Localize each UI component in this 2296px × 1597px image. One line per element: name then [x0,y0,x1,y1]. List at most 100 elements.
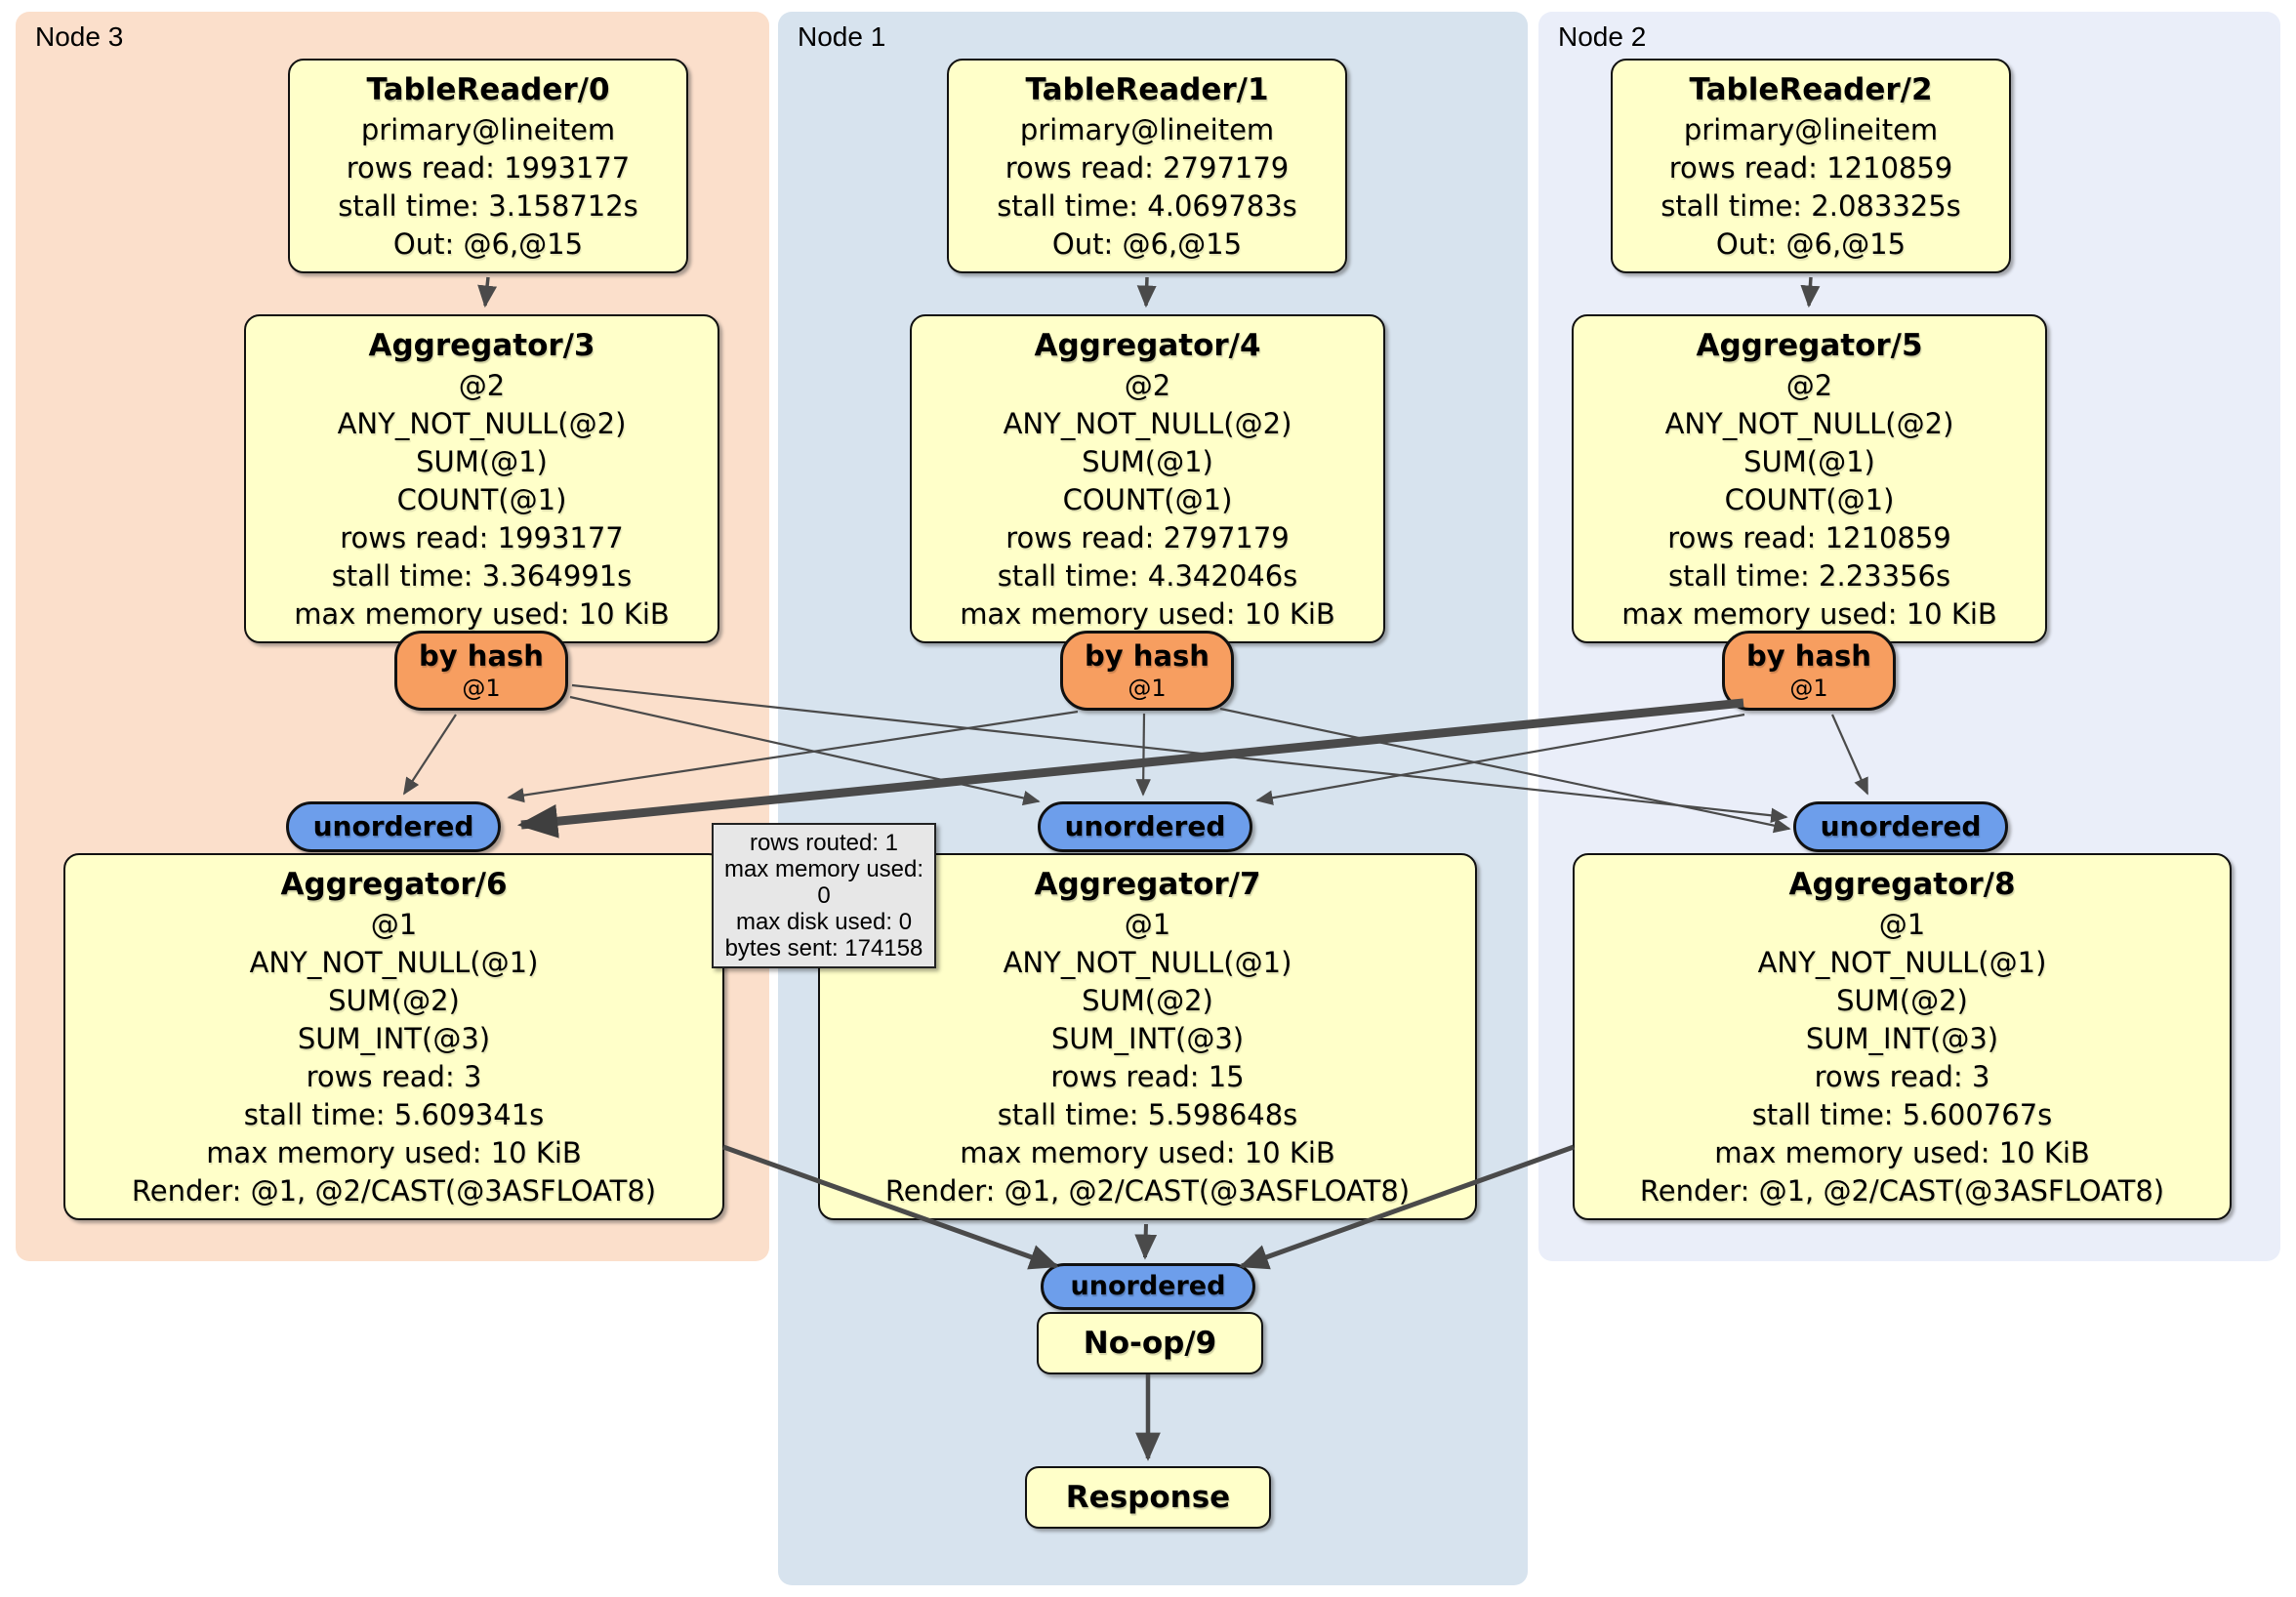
router-detail: @1 [462,675,501,702]
processor-noop-9[interactable]: No-op/9 [1037,1312,1263,1374]
processor-title: Aggregator/3 [368,328,595,363]
processor-detail: stall time: 5.598648s [997,1098,1298,1131]
processor-detail: stall time: 3.364991s [331,559,633,593]
router-detail: @1 [1128,675,1167,702]
processor-detail: Out: @6,@15 [392,227,584,261]
processor-detail: @1 [370,908,418,941]
processor-detail: SUM(@1) [1082,445,1213,478]
processor-title: Aggregator/5 [1696,328,1923,363]
processor-detail: @1 [1878,908,1926,941]
processor-detail: @2 [458,369,506,402]
router-by-hash-node2[interactable]: by hash @1 [1722,631,1896,711]
processor-tablereader-1[interactable]: TableReader/1 primary@lineitem rows read… [947,59,1347,273]
processor-detail: ANY_NOT_NULL(@2) [1003,407,1292,440]
processor-detail: SUM(@1) [416,445,548,478]
processor-detail: rows read: 3 [306,1060,482,1093]
tooltip-line: rows routed: 1 [749,830,899,856]
processor-detail: rows read: 1993177 [346,151,631,184]
processor-detail: rows read: 1210859 [1667,521,1951,554]
processor-detail: max memory used: 10 KiB [960,1136,1335,1169]
processor-detail: stall time: 2.23356s [1667,559,1951,593]
processor-title: Aggregator/7 [1034,867,1261,902]
processor-detail: ANY_NOT_NULL(@2) [337,407,627,440]
processor-detail: COUNT(@1) [396,483,567,516]
processor-detail: Render: @1, @2/CAST(@3ASFLOAT8) [1639,1174,2165,1208]
processor-detail: COUNT(@1) [1062,483,1233,516]
processor-response[interactable]: Response [1025,1466,1271,1529]
processor-detail: rows read: 3 [1814,1060,1990,1093]
processor-aggregator-4[interactable]: Aggregator/4 @2 ANY_NOT_NULL(@2) SUM(@1)… [910,314,1385,643]
stream-label: unordered [1064,810,1226,842]
router-detail: @1 [1789,675,1828,702]
processor-detail: stall time: 2.083325s [1660,189,1961,223]
processor-title: TableReader/2 [1689,72,1933,107]
processor-detail: SUM_INT(@3) [1805,1022,1999,1055]
processor-detail: rows read: 1210859 [1668,151,1953,184]
node-label: Node 2 [1558,21,1647,52]
processor-title: TableReader/0 [366,72,610,107]
processor-title: Aggregator/4 [1034,328,1261,363]
router-by-hash-node3[interactable]: by hash @1 [394,631,568,711]
processor-title: TableReader/1 [1025,72,1269,107]
processor-detail: stall time: 4.342046s [997,559,1298,593]
stream-label: unordered [1070,1271,1226,1301]
processor-detail: primary@lineitem [1019,113,1275,146]
processor-detail: Render: @1, @2/CAST(@3ASFLOAT8) [884,1174,1411,1208]
edge-tooltip: rows routed: 1 max memory used: 0 max di… [712,823,936,968]
processor-title: Response [1065,1480,1231,1515]
tooltip-line: bytes sent: 174158 [724,935,923,962]
processor-detail: stall time: 5.609341s [243,1098,545,1131]
processor-detail: ANY_NOT_NULL(@1) [249,946,539,979]
processor-tablereader-2[interactable]: TableReader/2 primary@lineitem rows read… [1611,59,2011,273]
processor-detail: stall time: 3.158712s [338,189,638,223]
processor-aggregator-3[interactable]: Aggregator/3 @2 ANY_NOT_NULL(@2) SUM(@1)… [244,314,719,643]
router-label: by hash [1746,639,1871,673]
router-by-hash-node1[interactable]: by hash @1 [1060,631,1234,711]
node-label: Node 1 [798,21,886,52]
stream-unordered-node3[interactable]: unordered [286,801,501,852]
processor-detail: @1 [1124,908,1171,941]
stream-label: unordered [1820,810,1982,842]
processor-tablereader-0[interactable]: TableReader/0 primary@lineitem rows read… [288,59,688,273]
processor-title: Aggregator/6 [280,867,508,902]
processor-detail: Out: @6,@15 [1715,227,1906,261]
processor-detail: max memory used: 10 KiB [960,597,1335,631]
processor-aggregator-6[interactable]: Aggregator/6 @1 ANY_NOT_NULL(@1) SUM(@2)… [63,853,724,1220]
processor-detail: SUM_INT(@3) [297,1022,491,1055]
tooltip-line: max disk used: 0 [735,909,913,935]
node-label: Node 3 [35,21,124,52]
processor-detail: ANY_NOT_NULL(@1) [1003,946,1292,979]
processor-detail: stall time: 5.600767s [1751,1098,2053,1131]
processor-detail: rows read: 2797179 [1005,521,1290,554]
processor-detail: max memory used: 10 KiB [1714,1136,2090,1169]
processor-detail: Out: @6,@15 [1051,227,1243,261]
processor-detail: @2 [1124,369,1171,402]
processor-detail: max memory used: 10 KiB [294,597,670,631]
processor-detail: rows read: 2797179 [1004,151,1290,184]
stream-unordered-node2[interactable]: unordered [1793,801,2008,852]
processor-title: Aggregator/8 [1788,867,2016,902]
processor-detail: SUM(@1) [1743,445,1875,478]
processor-detail: rows read: 15 [1050,1060,1245,1093]
processor-detail: stall time: 4.069783s [997,189,1297,223]
processor-detail: max memory used: 10 KiB [1621,597,1997,631]
stream-unordered-sink[interactable]: unordered [1041,1263,1255,1310]
processor-detail: rows read: 1993177 [340,521,624,554]
processor-detail: SUM(@2) [1082,984,1213,1017]
processor-detail: SUM(@2) [1836,984,1968,1017]
processor-detail: SUM(@2) [328,984,460,1017]
router-label: by hash [1085,639,1210,673]
stream-unordered-node1[interactable]: unordered [1038,801,1252,852]
router-label: by hash [419,639,544,673]
processor-aggregator-8[interactable]: Aggregator/8 @1 ANY_NOT_NULL(@1) SUM(@2)… [1573,853,2232,1220]
processor-detail: primary@lineitem [360,113,616,146]
processor-detail: max memory used: 10 KiB [206,1136,582,1169]
processor-detail: Render: @1, @2/CAST(@3ASFLOAT8) [131,1174,657,1208]
processor-title: No-op/9 [1083,1326,1217,1361]
processor-detail: SUM_INT(@3) [1050,1022,1245,1055]
processor-detail: @2 [1785,369,1833,402]
stream-label: unordered [312,810,474,842]
processor-detail: ANY_NOT_NULL(@1) [1757,946,2047,979]
processor-aggregator-5[interactable]: Aggregator/5 @2 ANY_NOT_NULL(@2) SUM(@1)… [1572,314,2047,643]
